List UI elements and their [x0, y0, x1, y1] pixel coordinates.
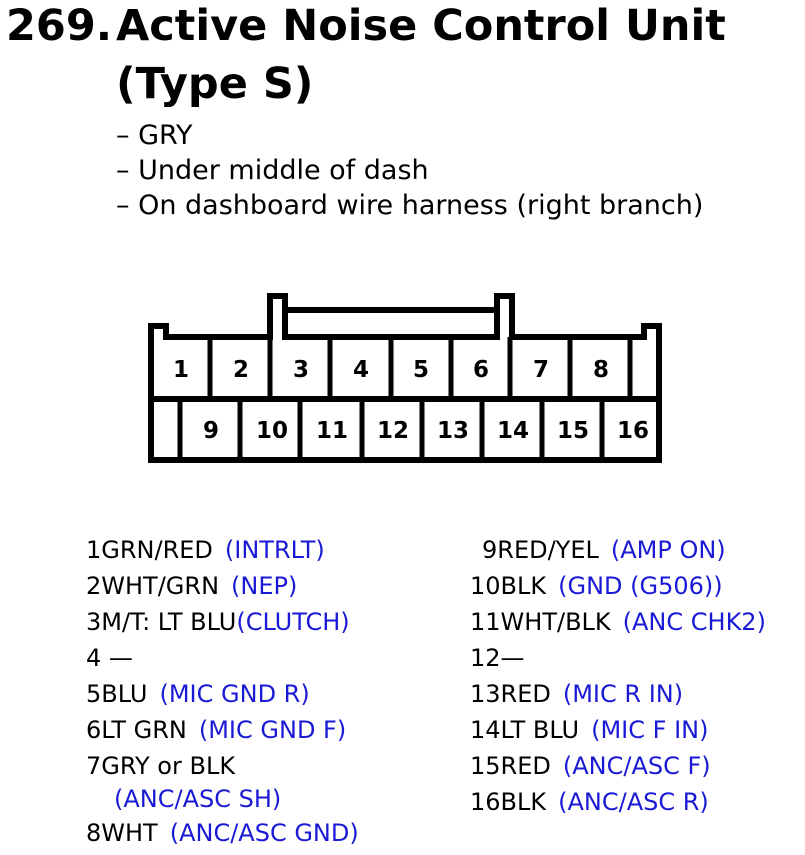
- wire-color: 13RED: [470, 680, 551, 708]
- pin-number: 11: [316, 418, 348, 444]
- pin-entry: 14LT BLU (MIC F IN): [470, 715, 708, 745]
- pin-entry: 7GRY or BLK: [86, 751, 235, 781]
- pin-number: 12: [377, 418, 409, 444]
- pin-entry: 4 —: [86, 643, 133, 673]
- wire-color: 4 —: [86, 644, 133, 672]
- pin-function: (ANC/ASC SH): [114, 785, 282, 813]
- pin-function: (ANC/ASC GND): [169, 819, 359, 847]
- pin-entry: 15RED (ANC/ASC F): [470, 751, 711, 781]
- pin-number: 10: [256, 418, 288, 444]
- wire-color: 5BLU: [86, 680, 148, 708]
- connector-outline: [148, 293, 662, 463]
- wire-color: 2WHT/GRN: [86, 572, 220, 600]
- pin-function: (ANC/ASC F): [562, 752, 711, 780]
- pin-number: 13: [437, 418, 469, 444]
- pin-function: (MIC GND F): [198, 716, 347, 744]
- pin-entry: 13RED (MIC R IN): [470, 679, 683, 709]
- pin-number: 3: [293, 357, 309, 383]
- wire-color: 10BLK: [470, 572, 547, 600]
- pin-function: (NEP): [231, 572, 298, 600]
- wire-color: 11WHT/BLK: [470, 608, 611, 636]
- pin-entry: 16BLK (ANC/ASC R): [470, 787, 709, 817]
- page-title: Active Noise Control Unit: [116, 1, 726, 51]
- wire-color: 7GRY or BLK: [86, 752, 236, 780]
- pin-entry: (ANC/ASC SH): [114, 784, 281, 814]
- pin-number: 2: [233, 357, 249, 383]
- pin-entry: 8WHT (ANC/ASC GND): [86, 818, 359, 848]
- pin-number: 8: [593, 357, 609, 383]
- wire-color: 14LT BLU: [470, 716, 580, 744]
- wire-color: 15RED: [470, 752, 551, 780]
- pin-entry: 1GRN/RED (INTRLT): [86, 535, 325, 565]
- pin-entry: 11WHT/BLK (ANC CHK2): [470, 607, 766, 637]
- pin-number: 14: [497, 418, 529, 444]
- wire-color: 16BLK: [470, 788, 547, 816]
- pin-entry: 12—: [470, 643, 525, 673]
- pin-function: (MIC GND R): [159, 680, 310, 708]
- pin-number: 6: [473, 357, 489, 383]
- pin-function: (ANC CHK2): [622, 608, 766, 636]
- detail-color: – GRY: [116, 120, 193, 151]
- pin-entry: 9RED/YEL (AMP ON): [482, 535, 726, 565]
- pin-function: (CLUTCH): [236, 608, 350, 636]
- pin-entry: 10BLK (GND (G506)): [470, 571, 723, 601]
- pin-function: (AMP ON): [610, 536, 726, 564]
- detail-harness: – On dashboard wire harness (right branc…: [116, 190, 704, 221]
- wire-color: 1GRN/RED: [86, 536, 213, 564]
- wire-color: 3M/T: LT BLU: [86, 608, 237, 636]
- pin-entry: 5BLU (MIC GND R): [86, 679, 310, 709]
- wire-color: 8WHT: [86, 819, 158, 847]
- pin-number: 9: [203, 418, 219, 444]
- pin-number: 5: [413, 357, 429, 383]
- pin-number: 4: [353, 357, 369, 383]
- detail-location: – Under middle of dash: [116, 155, 429, 186]
- wire-color: 9RED/YEL: [482, 536, 599, 564]
- pin-entry: 2WHT/GRN (NEP): [86, 571, 297, 601]
- title-number: 269.: [6, 1, 113, 51]
- page-subtitle: (Type S): [116, 59, 314, 109]
- pin-entry: 6LT GRN (MIC GND F): [86, 715, 346, 745]
- pin-number: 16: [617, 418, 649, 444]
- wire-color: 12—: [470, 644, 525, 672]
- pin-entry: 3M/T: LT BLU(CLUTCH): [86, 607, 350, 637]
- pin-function: (GND (G506)): [558, 572, 723, 600]
- pin-function: (INTRLT): [224, 536, 325, 564]
- pin-function: (ANC/ASC R): [558, 788, 709, 816]
- wire-color: 6LT GRN: [86, 716, 187, 744]
- pin-number: 1: [173, 357, 189, 383]
- pin-number: 15: [557, 418, 589, 444]
- pin-function: (MIC F IN): [591, 716, 709, 744]
- pin-function: (MIC R IN): [562, 680, 684, 708]
- pin-number: 7: [533, 357, 549, 383]
